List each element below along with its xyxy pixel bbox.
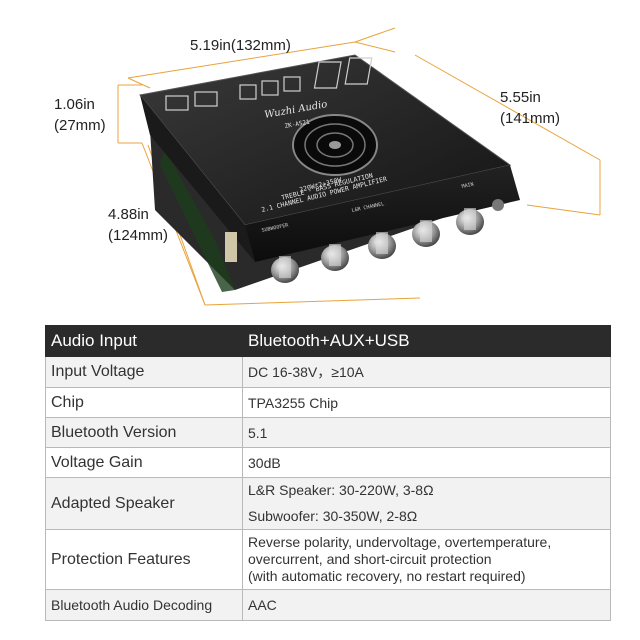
- power-switch: [492, 199, 504, 211]
- table-row: Audio Input Bluetooth+AUX+USB: [45, 325, 611, 357]
- spec-value: 5.1: [242, 417, 611, 448]
- table-row: Adapted Speaker L&R Speaker: 30-220W, 3-…: [45, 477, 611, 530]
- spec-label: Bluetooth Version: [45, 417, 243, 448]
- table-row: Bluetooth Version 5.1: [45, 417, 611, 448]
- spec-value: Reverse polarity, undervoltage, overtemp…: [242, 529, 611, 590]
- spec-label: Audio Input: [45, 325, 243, 357]
- spec-value: DC 16-38V，≥10A: [242, 356, 611, 388]
- svg-text:SUBWOOFER: SUBWOOFER: [261, 222, 290, 234]
- spec-value: TPA3255 Chip: [242, 387, 611, 418]
- control-knobs: [271, 208, 484, 283]
- cooling-fan: [292, 114, 378, 176]
- table-row: Input Voltage DC 16-38V，≥10A: [45, 356, 611, 388]
- port-usb-icon: [344, 57, 373, 85]
- spec-value-line: L&R Speaker: 30-220W, 3-8Ω: [248, 482, 434, 498]
- width-dimension-label: 5.19in(132mm): [190, 37, 291, 54]
- spec-label: Adapted Speaker: [45, 477, 243, 530]
- spec-value-line: Subwoofer: 30-350W, 2-8Ω: [248, 508, 418, 524]
- spec-label: Bluetooth Audio Decoding: [45, 589, 243, 621]
- spec-label: Input Voltage: [45, 356, 243, 388]
- spec-value-line: Reverse polarity, undervoltage, overtemp…: [248, 534, 552, 550]
- board-dimension-inches: 4.88in: [108, 206, 149, 223]
- table-row: Protection Features Reverse polarity, un…: [45, 529, 611, 590]
- depth-dimension-mm: (141mm): [500, 110, 561, 127]
- model-text: ZK-AS21: [284, 119, 310, 130]
- knob-sub-freq: [271, 256, 299, 283]
- depth-dimension-inches: 5.55in: [500, 89, 541, 106]
- board-dimension-mm: (124mm): [108, 227, 169, 244]
- height-dimension-mm: (27mm): [54, 117, 106, 134]
- spec-table: Audio Input Bluetooth+AUX+USB Input Volt…: [45, 325, 611, 621]
- product-illustration: Wuzhi Audio ZK-AS21 220W*2+350W TREBLE ·…: [117, 27, 601, 306]
- port-aux-icon: [313, 61, 342, 89]
- spec-label: Protection Features: [45, 529, 243, 590]
- spec-value: Bluetooth+AUX+USB: [242, 325, 611, 357]
- knob-sub-volume: [321, 244, 349, 271]
- knob-bass: [412, 220, 440, 247]
- knob-treble: [368, 232, 396, 259]
- spec-label: Chip: [45, 387, 243, 418]
- spec-label: Voltage Gain: [45, 447, 243, 478]
- spec-value: L&R Speaker: 30-220W, 3-8Ω Subwoofer: 30…: [242, 477, 611, 530]
- knob-main-volume: [456, 208, 484, 235]
- table-row: Chip TPA3255 Chip: [45, 387, 611, 418]
- spec-value: 30dB: [242, 447, 611, 478]
- spec-value: AAC: [242, 589, 611, 621]
- spec-value-line: overcurrent, and short-circuit protectio…: [248, 551, 492, 567]
- table-row: Voltage Gain 30dB: [45, 447, 611, 478]
- spec-value-line: (with automatic recovery, no restart req…: [248, 568, 526, 584]
- table-row: Bluetooth Audio Decoding AAC: [45, 589, 611, 621]
- svg-text:MAIN: MAIN: [461, 182, 474, 190]
- height-dimension-inches: 1.06in: [54, 96, 95, 113]
- amplifier-front-panel: [245, 165, 520, 262]
